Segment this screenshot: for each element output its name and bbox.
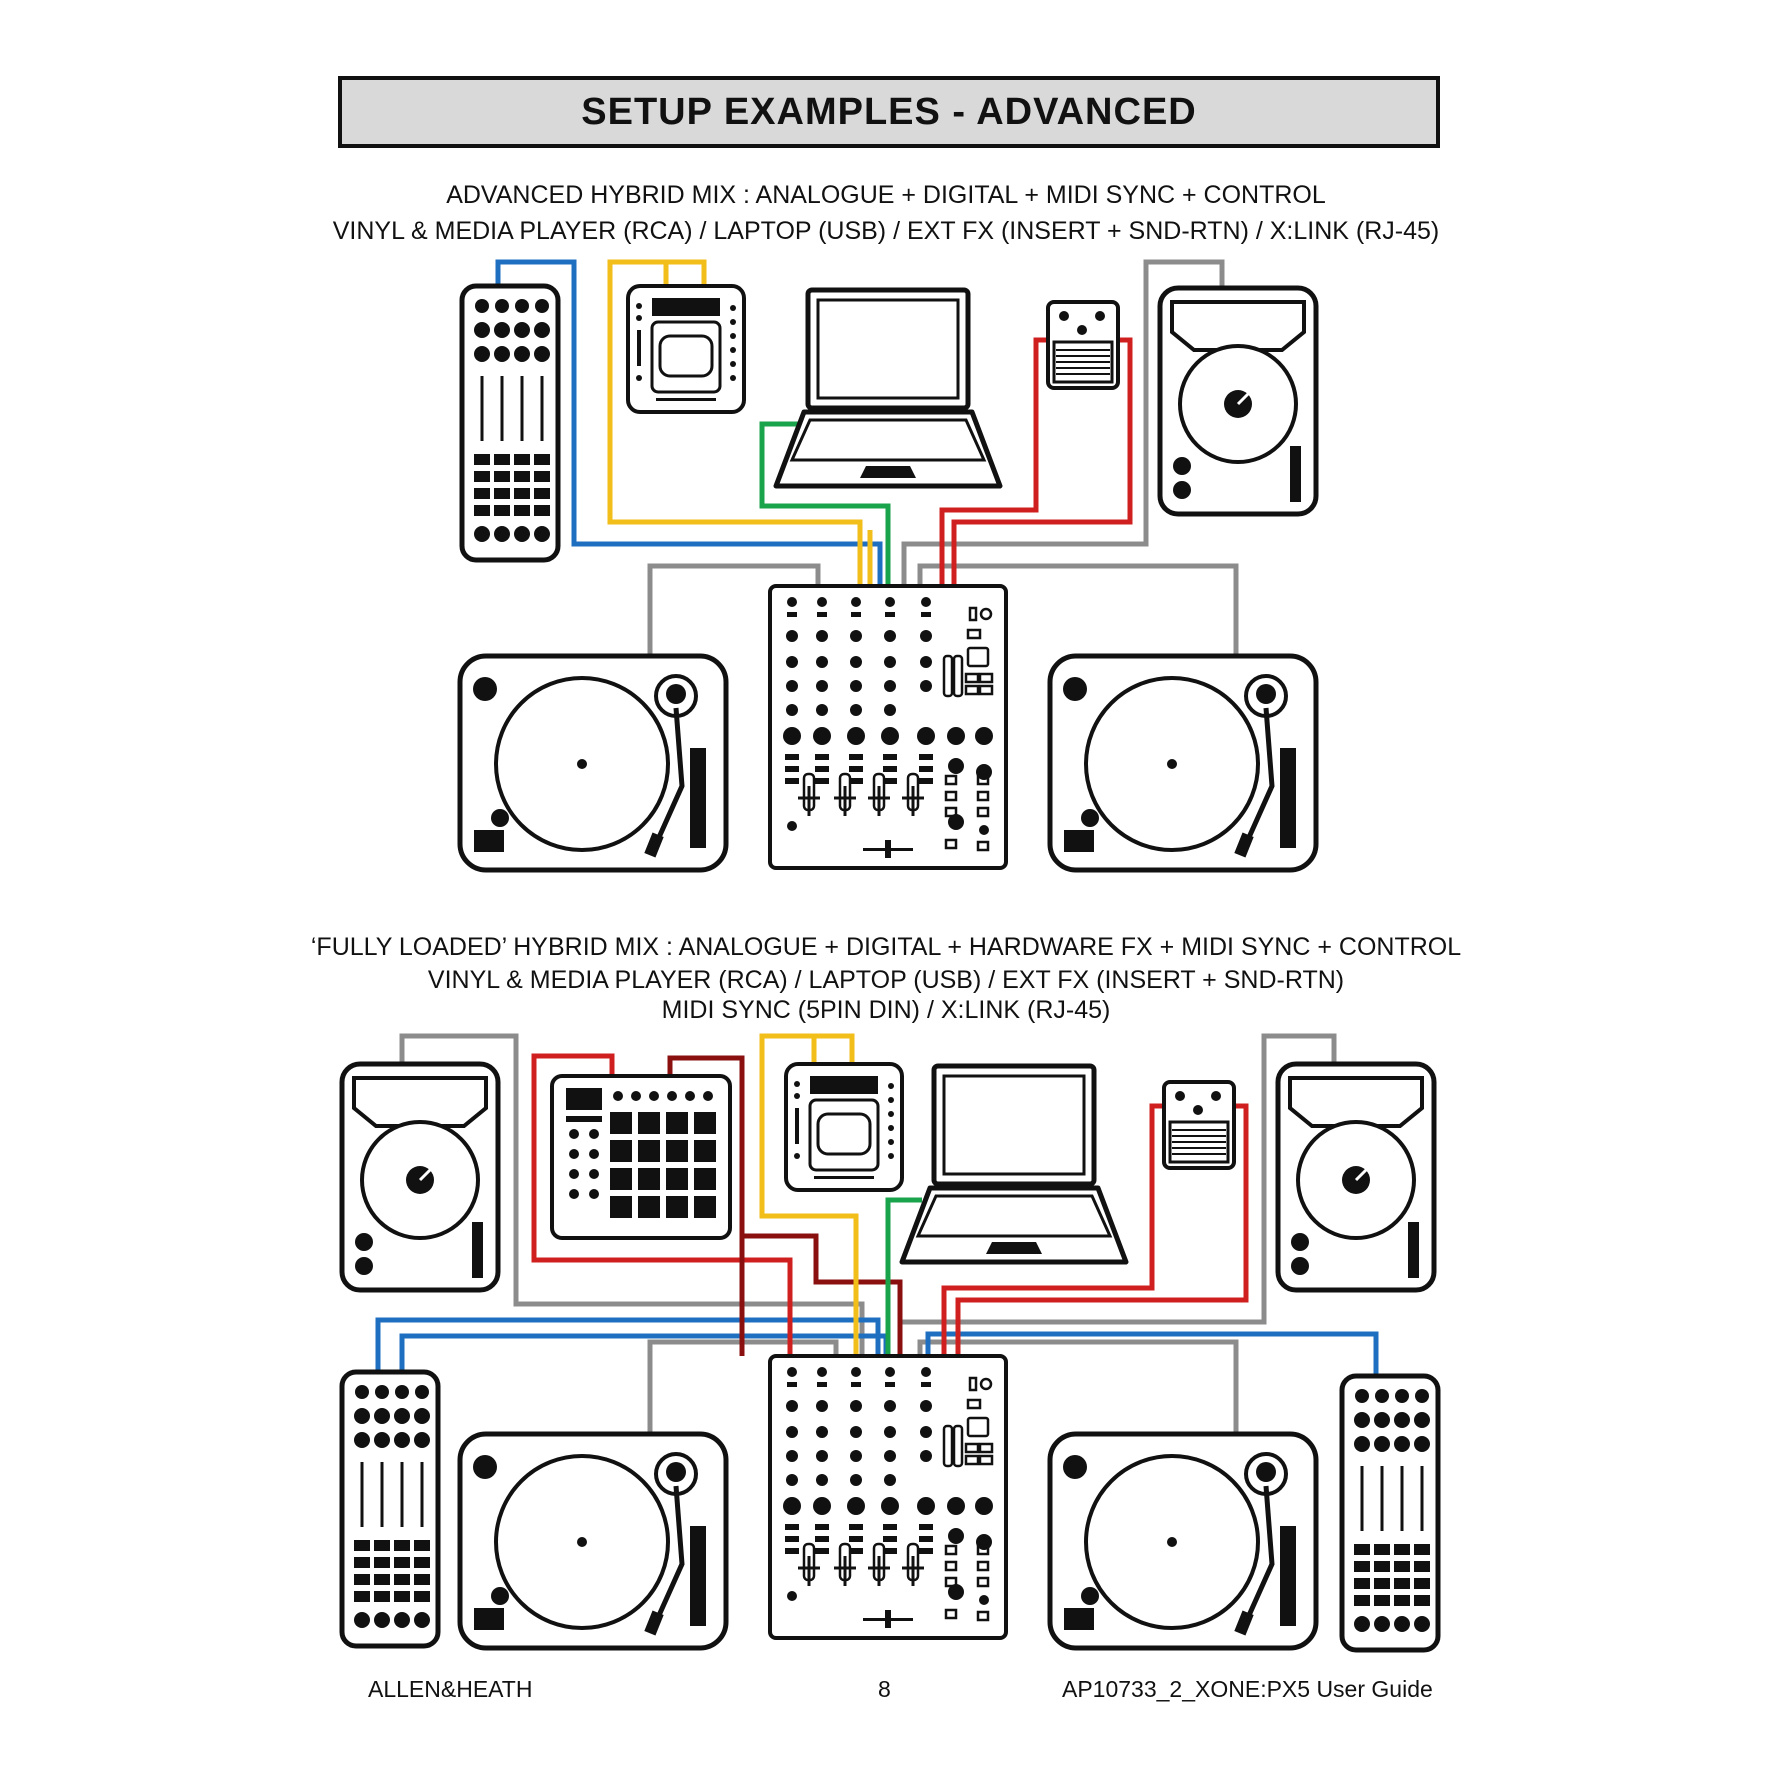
section2-subtitle-2: MIDI SYNC (5PIN DIN) / X:LINK (RJ-45) — [661, 996, 1111, 1024]
footer-brand: ALLEN&HEATH — [368, 1676, 533, 1702]
sampler-icon — [550, 1074, 732, 1240]
section2-subtitle: VINYL & MEDIA PLAYER (RCA) / LAPTOP (USB… — [427, 966, 1345, 994]
section1-subtitle: VINYL & MEDIA PLAYER (RCA) / LAPTOP (USB… — [332, 217, 1440, 245]
fx-cables — [939, 337, 1133, 590]
laptop-icon — [776, 290, 1000, 486]
mixer-icon — [768, 584, 1008, 870]
section2-cables — [375, 1033, 1379, 1434]
turntable-icon-left — [460, 656, 726, 870]
mixer-icon-2 — [768, 1354, 1008, 1640]
turntable-icon-right-2 — [1050, 1434, 1316, 1648]
page-number: 8 — [878, 1676, 891, 1702]
turntable-icon-left-2 — [460, 1434, 726, 1648]
footer-guide: AP10733_2_XONE:PX5 User Guide — [1062, 1676, 1433, 1702]
phono-cables — [647, 259, 1239, 658]
speaker-icon-right — [1278, 1064, 1434, 1290]
usb-cable-2 — [885, 1197, 922, 1356]
fx-cables-2 — [531, 1053, 1249, 1356]
section1-title: ADVANCED HYBRID MIX : ANALOGUE + DIGITAL… — [446, 181, 1326, 209]
page-title-box: SETUP EXAMPLES - ADVANCED — [338, 76, 1440, 148]
rca-cable-2 — [759, 1033, 859, 1356]
xlink-cable — [495, 259, 883, 590]
media-player-icon-2 — [784, 1062, 904, 1192]
speaker-icon-left — [342, 1064, 498, 1290]
controller-icon-left — [342, 1372, 438, 1646]
rca-cable — [607, 259, 873, 590]
speaker-icon — [1160, 288, 1316, 514]
fx-pedal-icon — [1046, 300, 1120, 390]
page-title: SETUP EXAMPLES - ADVANCED — [581, 90, 1197, 133]
turntable-icon-right — [1050, 656, 1316, 870]
section2-title: ‘FULLY LOADED’ HYBRID MIX : ANALOGUE + D… — [310, 933, 1462, 961]
laptop-icon-2 — [902, 1066, 1126, 1262]
section1-cables — [495, 259, 1239, 658]
media-player-icon — [626, 284, 746, 414]
fx-pedal-icon-2 — [1162, 1080, 1236, 1170]
usb-cable — [759, 421, 891, 590]
controller-icon-right — [1342, 1376, 1438, 1650]
controller-icon — [462, 286, 558, 560]
